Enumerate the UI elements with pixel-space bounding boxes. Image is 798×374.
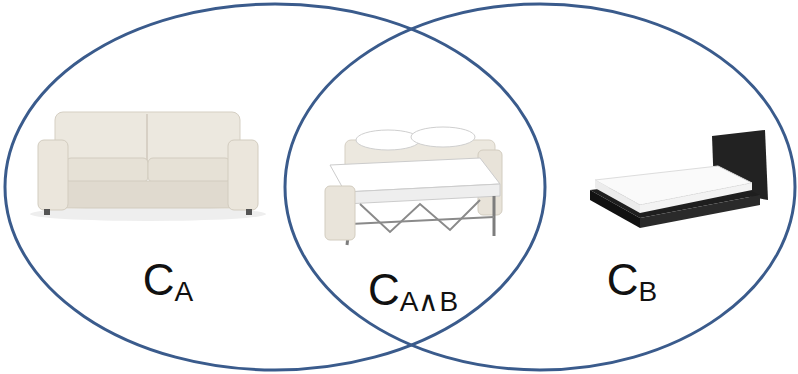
bed-picture <box>590 130 768 228</box>
set-letter: C <box>143 255 175 304</box>
right-set-outline <box>285 4 795 370</box>
set-letter: C <box>607 255 639 304</box>
set-letter: C <box>368 265 400 314</box>
left-set-outline <box>5 4 545 370</box>
set-subscript: A <box>175 276 194 307</box>
set-subscript: B <box>639 276 658 307</box>
sofa-bed-picture <box>325 127 502 245</box>
set-label: CB <box>607 258 657 302</box>
set-label: CA <box>143 258 193 302</box>
set-label: CA∧B <box>368 268 458 312</box>
set-subscript: A∧B <box>400 286 458 317</box>
sofa-picture <box>30 112 266 221</box>
